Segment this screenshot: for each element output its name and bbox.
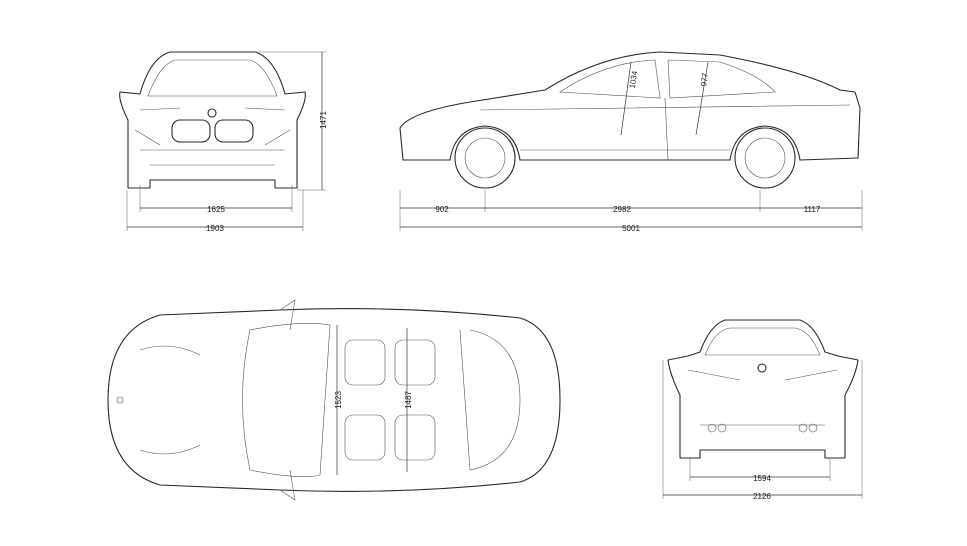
dim-height: 1471 — [319, 111, 328, 129]
dim-rear-overhang: 1117 — [804, 205, 821, 214]
dim-front-overhang: 902 — [435, 205, 449, 214]
bmw-logo-icon — [207, 108, 217, 118]
kidney-grille-right — [214, 119, 254, 143]
dim-headroom-front: 1034 — [628, 70, 639, 89]
dim-length: 5001 — [622, 224, 640, 233]
dim-interior-width-rear: 1487 — [404, 391, 413, 409]
dim-front-track: 1625 — [207, 205, 225, 214]
dim-headroom-rear: 977 — [699, 72, 710, 87]
dim-rear-track: 1594 — [753, 474, 771, 483]
dim-width-with-mirrors: 2126 — [753, 492, 771, 501]
dim-wheelbase: 2982 — [613, 205, 631, 214]
rear-wheel — [734, 127, 796, 189]
dim-width: 1903 — [206, 224, 224, 233]
side-view: 1034 977 902 2982 1117 5001 — [399, 51, 863, 233]
top-view: 1523 1487 — [107, 299, 561, 501]
rear-view: 1594 2126 — [662, 319, 863, 501]
kidney-grille-left — [171, 119, 211, 143]
bmw-logo-rear-icon — [757, 363, 767, 373]
dim-interior-width-front: 1523 — [334, 391, 343, 409]
front-view: 1625 1903 1471 — [119, 51, 328, 233]
front-wheel — [454, 127, 516, 189]
